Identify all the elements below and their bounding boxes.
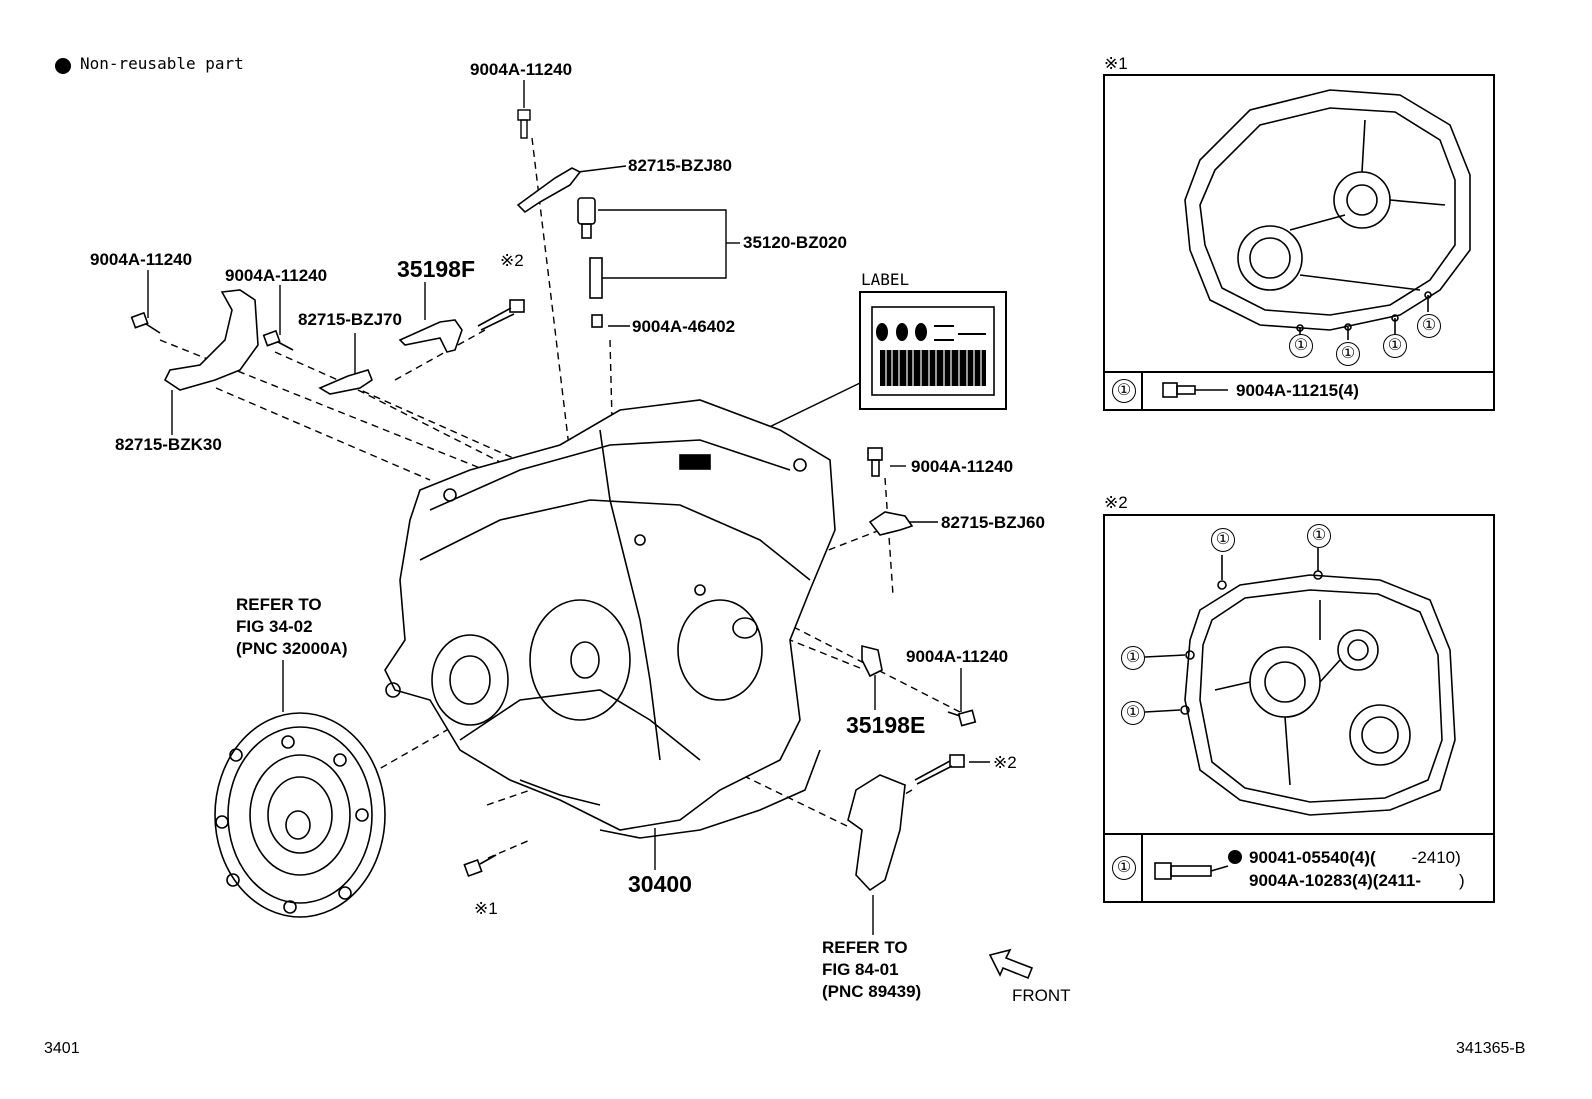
part-label-bracket-bzj60[interactable]: 82715-BZJ60 bbox=[941, 513, 1045, 532]
label-box-title: LABEL bbox=[861, 270, 910, 289]
inset2-nonreusable-dot bbox=[1228, 850, 1242, 864]
part-label-35198e[interactable]: 35198E bbox=[846, 712, 926, 738]
part-label-bolt-left[interactable]: 9004A-11240 bbox=[90, 250, 193, 269]
refer-bracket[interactable]: REFER TO FIG 84-01 (PNC 89439) bbox=[822, 937, 921, 1003]
inset1-callout-d: ① bbox=[1417, 314, 1441, 338]
inset2-bolt-icon bbox=[1154, 862, 1229, 880]
inset2-callout-d: ① bbox=[1121, 701, 1145, 725]
bolt-top bbox=[517, 109, 531, 139]
transmission-body bbox=[384, 399, 836, 839]
refer1-line3: (PNC 32000A) bbox=[236, 639, 348, 658]
part-label-bolt-left2[interactable]: 9004A-11240 bbox=[225, 266, 328, 285]
inset1-callout-c: ① bbox=[1383, 334, 1407, 358]
inset2-mark: ※2 bbox=[1104, 493, 1128, 512]
bolt-right-top bbox=[867, 447, 883, 477]
inset2-part-a-number: 90041-05540(4)( bbox=[1249, 848, 1376, 867]
part-label-oring[interactable]: 9004A-46402 bbox=[632, 317, 736, 336]
front-arrow bbox=[988, 948, 1034, 980]
front-label: FRONT bbox=[1012, 986, 1071, 1005]
refer2-line1: REFER TO bbox=[822, 938, 908, 957]
inset2-part-b-range: ) bbox=[1459, 871, 1465, 890]
bracket-bzj60 bbox=[868, 511, 914, 536]
inset2-part-a-range: -2410) bbox=[1411, 848, 1461, 867]
inset2-table-callout: ① bbox=[1112, 856, 1136, 880]
refer2-line2: FIG 84-01 bbox=[822, 960, 899, 979]
mark-1-bottom: ※1 bbox=[474, 899, 498, 918]
part-label-sensor[interactable]: 35120-BZ020 bbox=[743, 233, 847, 252]
inset1-case bbox=[1184, 89, 1471, 340]
inset2-part-b-number: 9004A-10283(4)(2411- bbox=[1249, 871, 1422, 890]
refer1-line1: REFER TO bbox=[236, 595, 322, 614]
bracket-35198e bbox=[861, 644, 883, 678]
inset1-mark: ※1 bbox=[1104, 54, 1128, 73]
label-barcode bbox=[876, 323, 986, 386]
inset2-part-a[interactable]: 90041-05540(4)( -2410) bbox=[1249, 849, 1461, 866]
mark-2-right: ※2 bbox=[993, 753, 1017, 772]
footer-figure-number: 3401 bbox=[44, 1040, 80, 1057]
inset1-callout-b: ① bbox=[1336, 342, 1360, 366]
part-label-bolt-top[interactable]: 9004A-11240 bbox=[470, 60, 573, 79]
refer-torque-converter[interactable]: REFER TO FIG 34-02 (PNC 32000A) bbox=[236, 594, 348, 660]
bolt-bottom bbox=[463, 854, 497, 878]
speed-sensor bbox=[577, 197, 603, 328]
mark-2-top: ※2 bbox=[500, 251, 524, 270]
bolt-right-mid bbox=[947, 709, 977, 727]
torque-converter bbox=[214, 712, 386, 918]
inset2-callout-c: ① bbox=[1121, 646, 1145, 670]
part-label-35198f[interactable]: 35198F bbox=[397, 256, 476, 282]
inset2-case bbox=[1144, 548, 1456, 816]
inset2-part-b[interactable]: 9004A-10283(4)(2411-) bbox=[1249, 872, 1465, 889]
footer-illustration-id: 341365-B bbox=[1456, 1040, 1526, 1057]
bolt-left-a bbox=[130, 311, 161, 334]
inset2-callout-b: ① bbox=[1307, 524, 1331, 548]
inset1-frame bbox=[1103, 74, 1495, 411]
inset1-bolt-icon bbox=[1162, 382, 1228, 398]
legend-text: Non-reusable part bbox=[80, 54, 244, 73]
bracket-89439 bbox=[847, 774, 906, 892]
bolt-35198f bbox=[477, 299, 525, 331]
inset1-table-callout: ① bbox=[1112, 379, 1136, 403]
legend-dot bbox=[55, 58, 71, 74]
part-label-assy[interactable]: 30400 bbox=[628, 871, 692, 897]
part-label-bracket-bzj80[interactable]: 82715-BZJ80 bbox=[628, 156, 732, 175]
part-label-bolt-right[interactable]: 9004A-11240 bbox=[911, 457, 1014, 476]
part-label-bracket-bzj70[interactable]: 82715-BZJ70 bbox=[298, 310, 402, 329]
bracket-bzj70 bbox=[318, 369, 373, 395]
bracket-bzj80 bbox=[516, 167, 582, 214]
inset2-frame bbox=[1103, 514, 1495, 903]
bolt-right-lower bbox=[914, 754, 965, 785]
inset1-callout-a: ① bbox=[1289, 334, 1313, 358]
part-label-bracket-bzk30[interactable]: 82715-BZK30 bbox=[115, 435, 222, 454]
inset2-callout-a: ① bbox=[1211, 528, 1235, 552]
bracket-bzk30 bbox=[163, 289, 259, 391]
bracket-35198f bbox=[398, 319, 463, 353]
label-box bbox=[859, 291, 1007, 410]
bolt-left-b bbox=[262, 329, 294, 351]
refer2-line3: (PNC 89439) bbox=[822, 982, 922, 1001]
inset1-part-number[interactable]: 9004A-11215(4) bbox=[1236, 381, 1359, 400]
part-label-bolt-right2[interactable]: 9004A-11240 bbox=[906, 647, 1009, 666]
refer1-line2: FIG 34-02 bbox=[236, 617, 313, 636]
